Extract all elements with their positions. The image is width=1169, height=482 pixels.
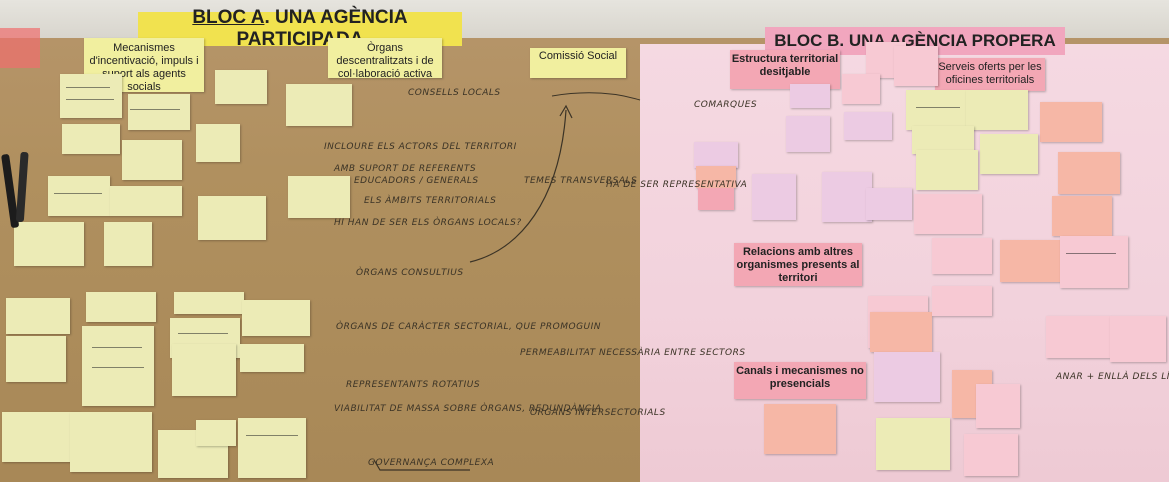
sticky-note bbox=[240, 344, 304, 372]
sticky-note bbox=[1060, 236, 1128, 288]
note-scribble bbox=[54, 190, 102, 194]
sticky-note bbox=[964, 434, 1018, 476]
corner-tape bbox=[0, 28, 40, 68]
sticky-note bbox=[198, 196, 266, 240]
handwriting-representativa: HA DE SER REPRESENTATIVA bbox=[606, 180, 748, 190]
sticky-note bbox=[196, 124, 240, 162]
note-scribble bbox=[1066, 250, 1116, 254]
note-scribble bbox=[66, 96, 114, 100]
sticky-note bbox=[70, 412, 152, 472]
sticky-note bbox=[914, 194, 982, 234]
handwriting-governanca: GOVERNANÇA COMPLEXA bbox=[368, 458, 495, 468]
sticky-note bbox=[844, 112, 892, 140]
handwriting-viabilitat: VIABILITAT DE MASSA SOBRE ÒRGANS, REDUND… bbox=[334, 404, 602, 414]
sticky-note bbox=[6, 298, 70, 334]
sticky-note bbox=[790, 84, 830, 108]
sticky-note bbox=[894, 46, 938, 86]
sticky-note bbox=[104, 222, 152, 266]
sticky-note bbox=[876, 418, 950, 470]
sticky-note bbox=[976, 384, 1020, 428]
sticky-note bbox=[764, 404, 836, 454]
note-scribble bbox=[66, 84, 110, 88]
handwriting-incloure: INCLOURE ELS ACTORS DEL TERRITORI bbox=[324, 142, 517, 152]
column-header-organs: Òrgans descentralitzats i de col·laborac… bbox=[328, 38, 442, 80]
marker-pens-icon bbox=[1, 152, 29, 228]
note-scribble bbox=[916, 104, 960, 108]
sticky-note bbox=[694, 142, 738, 168]
label-estructura: Estructura territorial desitjable bbox=[730, 50, 840, 89]
sticky-note bbox=[288, 176, 350, 218]
label-relacions: Relacions amb altres organismes presents… bbox=[734, 243, 862, 286]
sticky-note bbox=[696, 166, 736, 188]
sticky-note bbox=[82, 326, 154, 406]
sticky-note bbox=[1052, 196, 1112, 236]
sticky-note bbox=[62, 124, 120, 154]
handwriting-hi-han: HI HAN DE SER ELS ÒRGANS LOCALS? bbox=[334, 218, 522, 228]
note-scribble bbox=[130, 106, 180, 110]
handwriting-educadors: EDUCADORS / GENERALS bbox=[354, 176, 479, 186]
sticky-note bbox=[286, 84, 352, 126]
sticky-note bbox=[822, 172, 872, 222]
handwriting-consells: CONSELLS LOCALS bbox=[408, 88, 501, 98]
sticky-note bbox=[1040, 102, 1102, 142]
sticky-note bbox=[196, 420, 236, 446]
sticky-note bbox=[6, 336, 66, 382]
sticky-note bbox=[1046, 316, 1110, 358]
handwriting-ambits: ELS ÀMBITS TERRITORIALS bbox=[364, 196, 497, 206]
sticky-note bbox=[916, 150, 978, 190]
handwriting-sectorial: ÒRGANS DE CARÀCTER SECTORIAL, QUE PROMOG… bbox=[336, 322, 602, 332]
sticky-note bbox=[932, 286, 992, 316]
column-header-comissio: Comissió Social bbox=[530, 48, 626, 78]
label-canals: Canals i mecanismes no presencials bbox=[734, 362, 866, 399]
handwriting-temes: TEMES TRANSVERSALS bbox=[524, 176, 638, 186]
sticky-note bbox=[48, 176, 110, 216]
sticky-note bbox=[932, 238, 992, 274]
handwriting-consultius: ÒRGANS CONSULTIUS bbox=[356, 268, 464, 278]
handwriting-suport: AMB SUPORT DE REFERENTS bbox=[334, 164, 477, 174]
sticky-note bbox=[238, 418, 306, 478]
sticky-note bbox=[1058, 152, 1120, 194]
sticky-note bbox=[242, 300, 310, 336]
sticky-note bbox=[870, 312, 932, 352]
sticky-note bbox=[698, 188, 734, 210]
sticky-note bbox=[1000, 240, 1066, 282]
note-scribble bbox=[246, 432, 298, 436]
sticky-note bbox=[14, 222, 84, 266]
column-header-mecanismes: Mecanismes d'incentivació, impuls i supo… bbox=[84, 38, 204, 93]
sticky-note bbox=[60, 74, 122, 118]
handwriting-intersectorials: ÒRGANS INTERSECTORIALS bbox=[530, 408, 666, 418]
sticky-note bbox=[172, 344, 236, 396]
sticky-note bbox=[786, 116, 830, 152]
note-scribble bbox=[92, 364, 144, 368]
handwriting-limits: ANAR + ENLLÀ DELS LÍMITS bbox=[1056, 372, 1169, 382]
sticky-note bbox=[752, 174, 796, 220]
sticky-note bbox=[1110, 316, 1166, 362]
sticky-note bbox=[122, 140, 182, 180]
sticky-note bbox=[874, 352, 940, 402]
sticky-note bbox=[128, 94, 190, 130]
note-scribble bbox=[92, 344, 142, 348]
handwriting-permeabilitat: PERMEABILITAT NECESSÀRIA ENTRE SECTORS bbox=[520, 348, 746, 358]
handwriting-representants: REPRESENTANTS ROTATIUS bbox=[346, 380, 481, 390]
bloc-a-title-prefix: BLOC A bbox=[192, 7, 265, 28]
sticky-note bbox=[2, 412, 80, 462]
sticky-note bbox=[866, 188, 912, 220]
sticky-note bbox=[906, 90, 968, 130]
sticky-note bbox=[110, 186, 182, 216]
sticky-note bbox=[966, 90, 1028, 130]
sticky-note bbox=[980, 134, 1038, 174]
sticky-note bbox=[912, 126, 974, 154]
sticky-note bbox=[215, 70, 267, 104]
sticky-note bbox=[174, 292, 244, 314]
handwriting-comarques: COMARQUES bbox=[694, 100, 758, 110]
sticky-note bbox=[842, 74, 880, 104]
sticky-note bbox=[86, 292, 156, 322]
label-serveis: Serveis oferts per les oficines territor… bbox=[935, 58, 1045, 91]
note-scribble bbox=[178, 330, 228, 334]
